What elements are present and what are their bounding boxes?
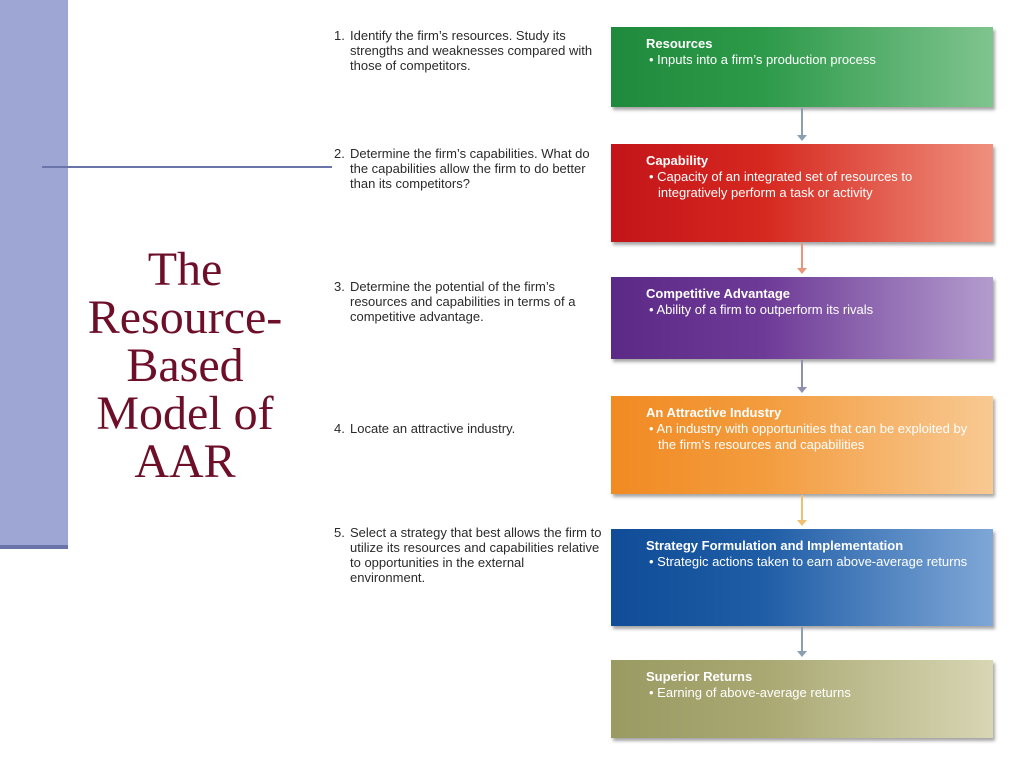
step-number: 1.: [334, 28, 345, 43]
box-competitive-advantage: Competitive Advantage • Ability of a fir…: [611, 277, 993, 359]
step-number: 5.: [334, 525, 345, 540]
title-line: Model of: [96, 387, 274, 440]
box-body: • Strategic actions taken to earn above-…: [649, 554, 968, 569]
step-number: 2.: [334, 146, 345, 161]
down-arrow-icon: [797, 108, 807, 141]
down-arrow-icon: [797, 495, 807, 526]
step-text: Locate an attractive industry.: [350, 421, 516, 436]
box-capability: Capability • Capacity of an integrated s…: [611, 144, 993, 242]
box-title: Resources: [646, 36, 713, 51]
box-attractive-industry: An Attractive Industry • An industry wit…: [611, 396, 993, 494]
box-body: • Ability of a firm to outperform its ri…: [649, 302, 874, 317]
box-body: • Inputs into a firm’s production proces…: [649, 52, 876, 67]
down-arrow-icon: [797, 627, 807, 657]
title-line: Resource-: [87, 291, 283, 344]
box-title: Capability: [646, 153, 709, 168]
step-number: 4.: [334, 421, 345, 436]
title-line: Based: [126, 339, 244, 392]
box-title: Competitive Advantage: [646, 286, 790, 301]
step-3: 3. Determine the potential of the firm’s…: [334, 279, 602, 324]
down-arrow-icon: [797, 243, 807, 274]
down-arrow-icon: [797, 360, 807, 393]
box-body: • Earning of above-average returns: [649, 685, 851, 700]
box-superior-returns: Superior Returns • Earning of above-aver…: [611, 660, 993, 738]
step-text: Determine the potential of the firm’s re…: [350, 279, 576, 324]
title-divider: [42, 166, 332, 168]
box-resources: Resources • Inputs into a firm’s product…: [611, 27, 993, 107]
step-1: 1. Identify the firm’s resources. Study …: [334, 28, 602, 73]
step-5: 5. Select a strategy that best allows th…: [334, 525, 602, 585]
box-title: Superior Returns: [646, 669, 753, 684]
box-strategy-formulation: Strategy Formulation and Implementation …: [611, 529, 993, 626]
sidebar-accent: [0, 0, 68, 545]
box-title: Strategy Formulation and Implementation: [646, 538, 904, 553]
step-number: 3.: [334, 279, 345, 294]
step-2: 2. Determine the firm’s capabilities. Wh…: [334, 146, 602, 191]
step-4: 4. Locate an attractive industry.: [334, 421, 602, 436]
box-body: • An industry with opportunities that ca…: [649, 421, 968, 452]
step-text: Identify the firm’s resources. Study its…: [350, 28, 593, 73]
title-line: AAR: [134, 435, 236, 488]
slide-title: The Resource- Based Model of AAR: [68, 246, 302, 486]
step-text: Select a strategy that best allows the f…: [350, 525, 602, 585]
step-text: Determine the firm’s capabilities. What …: [350, 146, 590, 191]
box-title: An Attractive Industry: [646, 405, 782, 420]
sidebar-shadow: [0, 545, 68, 549]
title-line: The: [147, 243, 223, 296]
box-body: • Capacity of an integrated set of resou…: [649, 169, 913, 200]
